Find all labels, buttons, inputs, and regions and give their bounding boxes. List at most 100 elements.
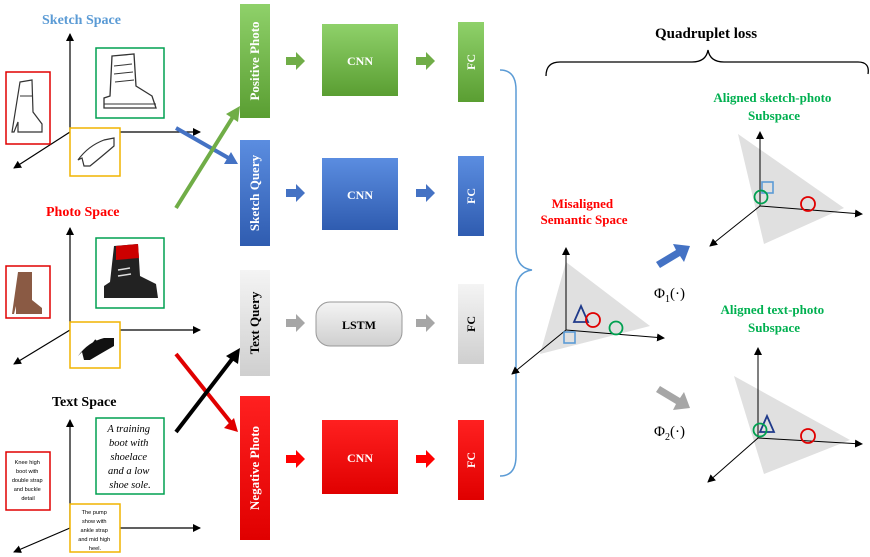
caption-1-line-5: detail — [21, 496, 34, 502]
phi2-arrow — [656, 386, 690, 410]
svg-text:Φ2(·): Φ2(·) — [654, 424, 685, 443]
cnn-negative-label: CNN — [347, 451, 373, 465]
misaligned-red-circle — [585, 312, 601, 328]
sketch-space-title: Sketch Space — [42, 13, 121, 28]
svg-text:Φ1(·): Φ1(·) — [654, 286, 685, 305]
fc-positive-label: FC — [464, 54, 478, 70]
quadruplet-loss-title: Quadruplet loss — [655, 26, 757, 42]
arrow-to-positive-photo — [226, 106, 240, 122]
misaligned-green-circle — [608, 320, 624, 336]
photo-pump-thumb — [69, 321, 121, 369]
fc-text-bar: FC — [458, 284, 484, 364]
caption-2-line-2: show with — [82, 519, 107, 525]
misaligned-title-line-1: Misaligned — [552, 196, 614, 211]
aligned-sketch-title-line-1: Aligned sketch-photo — [713, 90, 831, 105]
phi2-symbol: Φ — [654, 424, 665, 440]
phi1-label: Φ1(·) — [654, 286, 685, 305]
caption-2-line-5: heel. — [89, 546, 102, 552]
phi2-subscript: 2 — [665, 432, 670, 443]
svg-text:Aligned sketch-photo Sub: Aligned sketch-photo Subspace — [713, 90, 834, 123]
aligned-text-triangle — [734, 376, 850, 474]
svg-text:Misaligned Semantic Spac: Misaligned Semantic Space — [540, 196, 627, 227]
fc-positive-bar: FC — [458, 22, 484, 102]
aligned-sketch-space: Aligned sketch-photo Subspace — [709, 90, 863, 247]
aligned-text-green-circle — [752, 422, 768, 438]
aligned-text-space: Aligned text-photo Subspace — [707, 302, 863, 483]
phi1-arrow — [656, 244, 690, 268]
caption-2-line-3: ankle strap — [81, 528, 108, 534]
aligned-sketch-title-line-2: Subspace — [748, 108, 800, 123]
aligned-sketch-red-circle — [800, 196, 816, 212]
misaligned-square — [563, 331, 576, 344]
caption-1-line-4: and buckle — [14, 487, 41, 493]
fc-text-label: FC — [464, 316, 478, 332]
sketch-query-label: Sketch Query — [247, 154, 262, 231]
arrow-to-text-query — [226, 348, 240, 364]
svg-text:Knee high boot with: Knee high boot with double strap and buc… — [12, 460, 44, 502]
caption-2-line-1: The pump — [82, 510, 107, 516]
cnn-sketch-label: CNN — [347, 188, 373, 202]
text-caption-boot-tall: Knee high boot with double strap and buc… — [5, 451, 51, 511]
aligned-text-title-line-1: Aligned text-photo — [721, 302, 825, 317]
phi1-symbol: Φ — [654, 286, 665, 302]
arrow-to-sketch-query — [224, 152, 238, 164]
caption-3-line-3: shoelace — [110, 452, 147, 463]
caption-3-line-2: boot with — [109, 438, 148, 449]
misaligned-triangle-marker — [572, 303, 590, 323]
caption-1-line-2: boot with — [16, 469, 38, 475]
misaligned-triangle — [540, 262, 650, 354]
photo-space-title: Photo Space — [46, 205, 120, 220]
negative-photo-label: Negative Photo — [247, 426, 262, 510]
sketch-query-bar: Sketch Query — [240, 140, 270, 246]
positive-photo-label: Positive Photo — [247, 21, 262, 100]
fc-negative-bar: FC — [458, 420, 484, 500]
misaligned-title-line-2: Semantic Space — [540, 212, 627, 227]
positive-photo-bar: Positive Photo — [240, 4, 270, 118]
fc-sketch-label: FC — [464, 188, 478, 204]
phi1-arg: (·) — [670, 286, 685, 302]
aligned-text-title-line-2: Subspace — [748, 320, 800, 335]
caption-3-line-4: and a low — [108, 466, 149, 477]
text-caption-pump: The pump show with ankle strap and mid h… — [69, 503, 121, 553]
svg-text:The pump show with: The pump show with ankle strap and mid h… — [78, 510, 112, 552]
aligned-sketch-triangle — [738, 134, 844, 244]
text-query-label: Text Query — [247, 291, 262, 354]
photo-space: Photo Space — [5, 205, 201, 369]
aligned-text-red-circle — [800, 428, 816, 444]
cnn-positive-block: CNN — [322, 24, 398, 96]
arrow-to-negative-photo — [224, 418, 238, 432]
lstm-block: LSTM — [315, 301, 403, 347]
caption-2-line-4: and mid high — [78, 537, 110, 543]
sketch-boot-tall-thumb — [5, 71, 51, 145]
sketch-boot-thumb — [95, 47, 165, 119]
aligned-sketch-square — [761, 181, 774, 194]
cnn-negative-block: CNN — [322, 420, 398, 494]
text-caption-boot: A training boot with shoelace and a low … — [95, 417, 165, 495]
svg-text:Aligned text-photo Subsp: Aligned text-photo Subspace — [721, 302, 828, 335]
phi1-subscript: 1 — [665, 294, 670, 305]
caption-1-line-3: double strap — [12, 478, 43, 484]
lstm-label: LSTM — [342, 318, 376, 332]
caption-3-line-1: A training — [106, 424, 150, 435]
fc-negative-label: FC — [464, 452, 478, 468]
caption-1-line-1: Knee high — [15, 460, 40, 466]
text-space: Text Space Knee high boot with double st… — [5, 395, 201, 553]
text-query-bar: Text Query — [240, 270, 270, 376]
block-arrows — [286, 52, 435, 468]
crossing-arrows — [174, 106, 240, 434]
aligned-sketch-green-circle — [753, 189, 769, 205]
merge-brace — [499, 69, 533, 477]
caption-3-line-5: shoe sole. — [109, 480, 150, 491]
sketch-pump-thumb — [69, 127, 121, 177]
loss-brace — [545, 49, 869, 77]
text-space-title: Text Space — [52, 395, 116, 410]
negative-photo-bar: Negative Photo — [240, 396, 270, 540]
sketch-space: Sketch Space — [5, 13, 201, 177]
cnn-positive-label: CNN — [347, 54, 373, 68]
misaligned-space: Misaligned Semantic Space — [511, 196, 665, 375]
cnn-sketch-block: CNN — [322, 158, 398, 230]
svg-text:A training boot with: A training boot with shoelace and a low … — [106, 424, 152, 491]
photo-boot-tall-thumb — [5, 265, 51, 319]
photo-boot-thumb — [95, 237, 165, 309]
